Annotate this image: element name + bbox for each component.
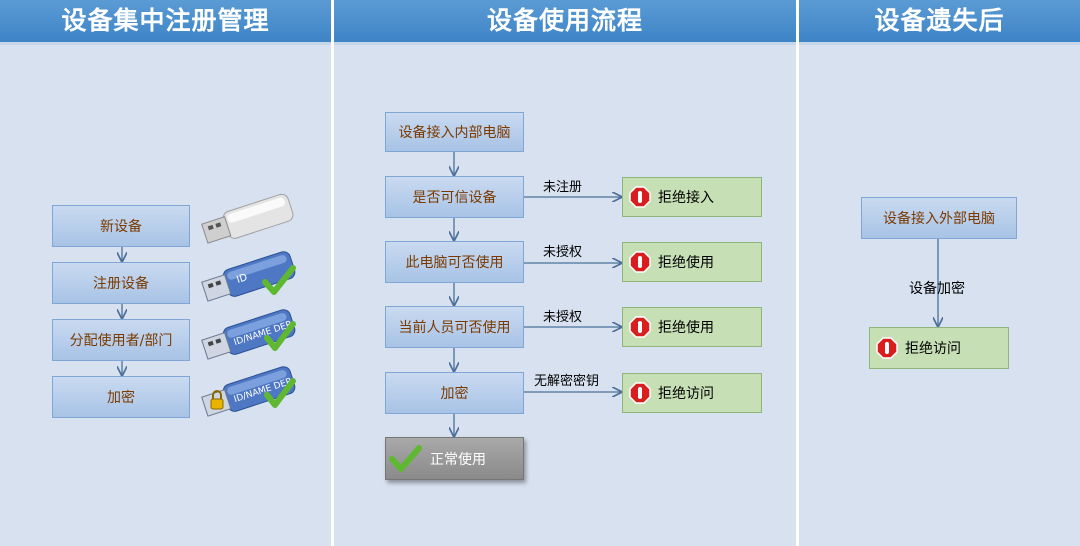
check-label: 此电脑可否使用: [405, 255, 504, 271]
flow-start: 设备接入内部电脑: [385, 112, 524, 152]
check-user-allowed: 当前人员可否使用: [385, 306, 524, 348]
step-label: 加密: [107, 390, 135, 406]
step-register-device: 注册设备: [52, 262, 190, 304]
check-label: 是否可信设备: [412, 190, 497, 206]
result-label: 拒绝访问: [658, 386, 714, 402]
stop-sign-icon: [876, 337, 898, 359]
result-label: 拒绝访问: [905, 341, 961, 357]
edge-label: 未授权: [543, 310, 583, 325]
checkmark-icon: [262, 265, 296, 295]
column-background: [799, 44, 1080, 546]
edge-label: 未授权: [543, 245, 583, 260]
svg-text:ID: ID: [235, 272, 249, 286]
usb-drive-name-icon: ID/NAME DEP: [201, 309, 296, 360]
checkmark-icon: [264, 321, 296, 351]
result-label: 拒绝使用: [658, 320, 714, 336]
external-node-label: 设备接入外部电脑: [883, 211, 995, 227]
stop-sign-icon: [629, 316, 651, 338]
flow-end-label: 正常使用: [430, 451, 486, 468]
after-loss-header: 设备遗失后: [799, 0, 1080, 42]
flow-end-normal-use: 正常使用: [385, 437, 524, 480]
flow-start-label: 设备接入内部电脑: [398, 125, 511, 141]
usage-flow-header: 设备使用流程: [334, 0, 796, 42]
edge-label: 设备加密: [909, 281, 965, 297]
header-divider: [334, 42, 796, 45]
usb-drive-locked-icon: ID/NAME DEP: [201, 366, 296, 417]
check-label: 加密: [440, 386, 469, 402]
step-new-device: 新设备: [52, 205, 190, 247]
registration-header: 设备集中注册管理: [0, 0, 331, 42]
result-deny-access: 拒绝接入: [622, 177, 762, 217]
usb-drive-silver-icon: [201, 193, 294, 244]
check-encryption: 加密: [385, 372, 524, 414]
result-deny-read-external: 拒绝访问: [869, 327, 1009, 369]
header-divider: [0, 42, 331, 45]
usb-drive-id-icon: ID: [201, 251, 296, 302]
result-deny-use: 拒绝使用: [622, 307, 762, 347]
external-computer-node: 设备接入外部电脑: [861, 197, 1017, 239]
lock-icon: [210, 398, 224, 410]
result-label: 拒绝接入: [658, 190, 714, 206]
step-label: 分配使用者/部门: [69, 333, 173, 349]
result-deny-read: 拒绝访问: [622, 373, 762, 413]
result-label: 拒绝使用: [658, 255, 714, 271]
header-divider: [799, 42, 1080, 45]
stop-sign-icon: [629, 251, 651, 273]
step-label: 新设备: [100, 219, 142, 235]
step-encrypt: 加密: [52, 376, 190, 418]
step-assign-user: 分配使用者/部门: [52, 319, 190, 361]
edge-label: 无解密密钥: [534, 374, 600, 389]
check-trusted-device: 是否可信设备: [385, 176, 524, 218]
stop-sign-icon: [629, 382, 651, 404]
stop-sign-icon: [629, 186, 651, 208]
edge-label: 未注册: [543, 180, 583, 195]
check-computer-allowed: 此电脑可否使用: [385, 241, 524, 283]
after-loss-column: 设备遗失后: [799, 0, 1080, 546]
check-label: 当前人员可否使用: [398, 320, 511, 336]
step-label: 注册设备: [93, 276, 149, 292]
result-deny-use: 拒绝使用: [622, 242, 762, 282]
checkmark-icon: [264, 378, 296, 408]
checkmark-icon: [389, 444, 422, 472]
